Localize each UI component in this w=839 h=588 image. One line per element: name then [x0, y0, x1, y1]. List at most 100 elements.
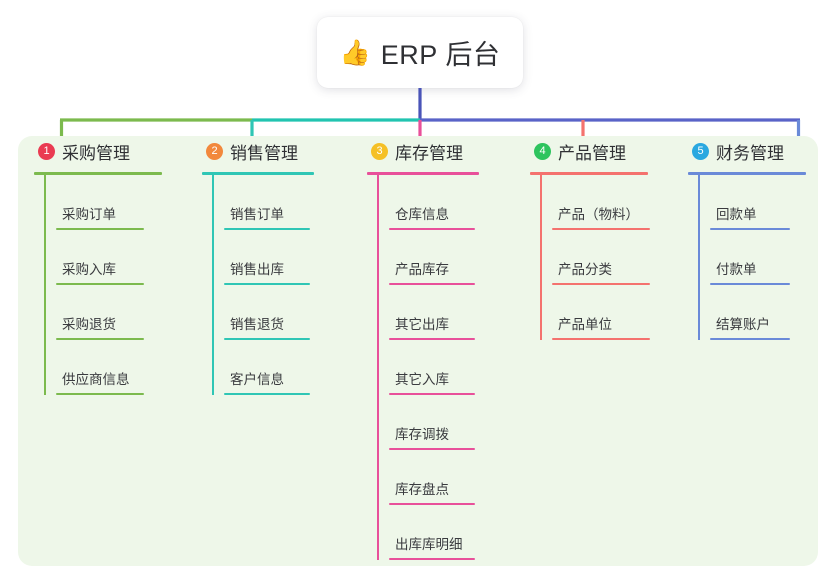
- list-item-underline: [552, 228, 650, 230]
- diagram-panel: 1 采购管理采购订单采购入库采购退货供应商信息 2 销售管理销售订单销售出库销售退货客…: [18, 136, 818, 566]
- column-title-5: 财务管理: [716, 143, 784, 163]
- column-header-2[interactable]: 2 销售管理: [186, 136, 351, 166]
- list-item-underline: [552, 283, 650, 285]
- list-item-label: 采购入库: [62, 262, 116, 277]
- column-underline-5: [688, 172, 806, 175]
- list-item-underline: [224, 393, 310, 395]
- list-item-label: 采购订单: [62, 207, 116, 222]
- list-item-underline: [389, 338, 475, 340]
- list-item-label: 采购退货: [62, 317, 116, 332]
- list-item[interactable]: 供应商信息: [44, 340, 186, 395]
- list-item-underline: [389, 393, 475, 395]
- column-items-1: 采购订单采购入库采购退货供应商信息: [18, 175, 186, 395]
- list-item-label: 销售出库: [230, 262, 284, 277]
- list-item-label: 回款单: [716, 207, 757, 222]
- list-item-label: 出库库明细: [395, 537, 463, 552]
- column-trunk-2: [212, 175, 214, 395]
- list-item-label: 仓库信息: [395, 207, 449, 222]
- column-5: 5 财务管理回款单付款单结算账户: [672, 136, 818, 566]
- list-item[interactable]: 仓库信息: [377, 175, 514, 230]
- list-item-underline: [389, 558, 475, 560]
- list-item[interactable]: 回款单: [698, 175, 818, 230]
- list-item[interactable]: 付款单: [698, 230, 818, 285]
- column-4: 4 产品管理产品（物料） 产品分类产品单位: [514, 136, 672, 566]
- list-item-underline: [56, 228, 144, 230]
- list-item-underline: [224, 228, 310, 230]
- list-item[interactable]: 产品单位: [540, 285, 672, 340]
- thumbs-up-icon: 👍: [339, 39, 371, 67]
- column-underline-2: [202, 172, 314, 175]
- column-badge-2: 2: [206, 142, 223, 160]
- list-item[interactable]: 销售订单: [212, 175, 351, 230]
- column-underline-3: [367, 172, 479, 175]
- list-item-underline: [224, 283, 310, 285]
- list-item-label: 库存调拨: [395, 427, 449, 442]
- column-title-2: 销售管理: [230, 143, 298, 163]
- column-container: 1 采购管理采购订单采购入库采购退货供应商信息 2 销售管理销售订单销售出库销售退货客…: [18, 136, 818, 566]
- list-item-label: 付款单: [716, 262, 757, 277]
- column-title-4: 产品管理: [558, 143, 626, 163]
- list-item-underline: [389, 283, 475, 285]
- column-header-3[interactable]: 3 库存管理: [351, 136, 514, 166]
- column-underline-4: [530, 172, 648, 175]
- column-items-3: 仓库信息产品库存其它出库其它入库库存调拨库存盘点出库库明细: [351, 175, 514, 560]
- list-item[interactable]: 销售退货: [212, 285, 351, 340]
- list-item[interactable]: 销售出库: [212, 230, 351, 285]
- column-header-1[interactable]: 1 采购管理: [18, 136, 186, 166]
- column-items-5: 回款单付款单结算账户: [672, 175, 818, 340]
- list-item-label: 其它出库: [395, 317, 449, 332]
- column-items-4: 产品（物料） 产品分类产品单位: [514, 175, 672, 340]
- column-badge-1: 1: [38, 142, 55, 160]
- list-item-underline: [710, 228, 790, 230]
- list-item-underline: [710, 283, 790, 285]
- list-item-underline: [389, 448, 475, 450]
- list-item-underline: [389, 228, 475, 230]
- list-item[interactable]: 其它入库: [377, 340, 514, 395]
- list-item[interactable]: 出库库明细: [377, 505, 514, 560]
- list-item-underline: [56, 283, 144, 285]
- column-items-2: 销售订单销售出库销售退货客户信息: [186, 175, 351, 395]
- list-item[interactable]: 采购退货: [44, 285, 186, 340]
- column-title-1: 采购管理: [62, 143, 130, 163]
- column-badge-3: 3: [371, 142, 388, 160]
- list-item[interactable]: 产品分类: [540, 230, 672, 285]
- list-item-underline: [56, 393, 144, 395]
- list-item[interactable]: 库存盘点: [377, 450, 514, 505]
- column-trunk-1: [44, 175, 46, 395]
- column-trunk-4: [540, 175, 542, 340]
- column-underline-1: [34, 172, 162, 175]
- list-item[interactable]: 采购订单: [44, 175, 186, 230]
- list-item-label: 库存盘点: [395, 482, 449, 497]
- list-item-label: 其它入库: [395, 372, 449, 387]
- list-item[interactable]: 采购入库: [44, 230, 186, 285]
- root-node-card[interactable]: 👍 ERP 后台: [317, 17, 523, 88]
- column-badge-4: 4: [534, 142, 551, 160]
- list-item-underline: [710, 338, 790, 340]
- column-header-4[interactable]: 4 产品管理: [514, 136, 672, 166]
- column-title-3: 库存管理: [395, 143, 463, 163]
- list-item-label: 供应商信息: [62, 372, 130, 387]
- list-item[interactable]: 其它出库: [377, 285, 514, 340]
- list-item-underline: [389, 503, 475, 505]
- list-item[interactable]: 产品库存: [377, 230, 514, 285]
- list-item[interactable]: 结算账户: [698, 285, 818, 340]
- column-trunk-3: [377, 175, 379, 560]
- list-item-label: 结算账户: [716, 317, 770, 332]
- list-item-label: 销售订单: [230, 207, 284, 222]
- list-item[interactable]: 产品（物料）: [540, 175, 672, 230]
- list-item-label: 产品分类: [558, 262, 612, 277]
- list-item-underline: [224, 338, 310, 340]
- list-item[interactable]: 客户信息: [212, 340, 351, 395]
- column-badge-5: 5: [692, 142, 709, 160]
- list-item-underline: [552, 338, 650, 340]
- column-trunk-5: [698, 175, 700, 340]
- list-item[interactable]: 库存调拨: [377, 395, 514, 450]
- root-node-title: ERP 后台: [380, 40, 501, 70]
- list-item-label: 产品单位: [558, 317, 612, 332]
- column-3: 3 库存管理仓库信息产品库存其它出库其它入库库存调拨库存盘点出库库明细: [351, 136, 514, 566]
- column-header-5[interactable]: 5 财务管理: [672, 136, 818, 166]
- list-item-underline: [56, 338, 144, 340]
- column-1: 1 采购管理采购订单采购入库采购退货供应商信息: [18, 136, 186, 566]
- list-item-label: 产品（物料）: [558, 207, 639, 222]
